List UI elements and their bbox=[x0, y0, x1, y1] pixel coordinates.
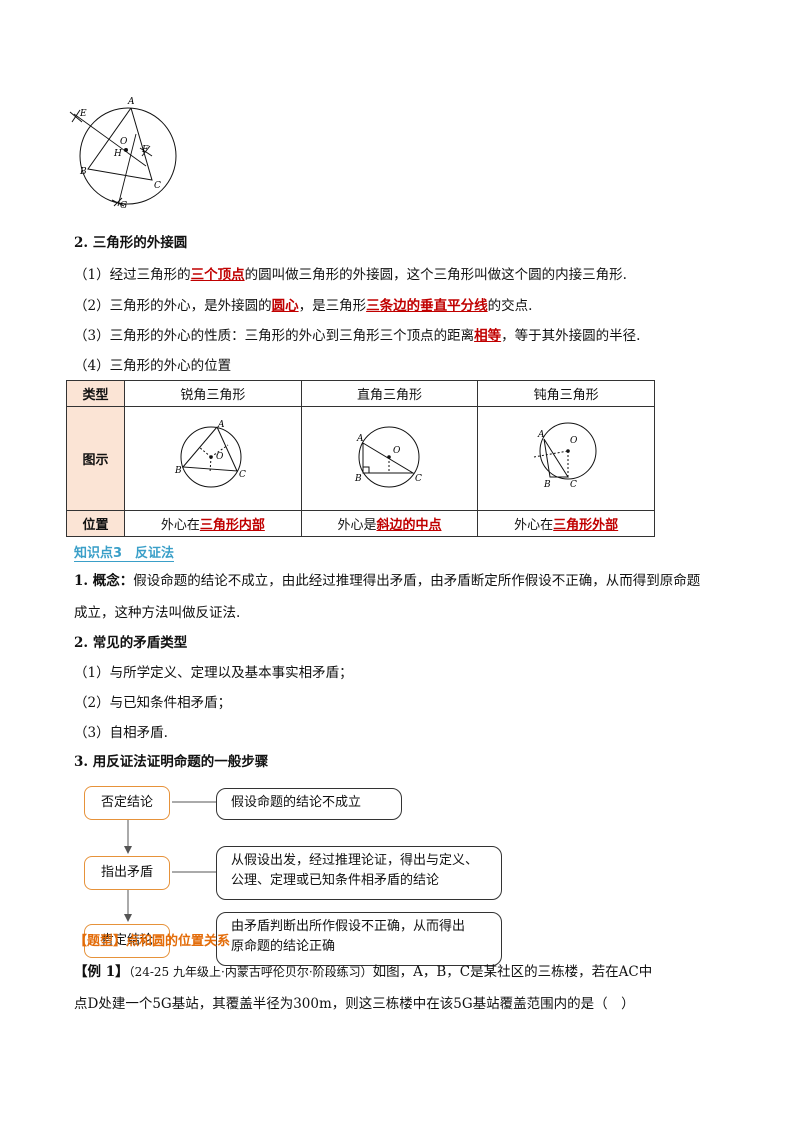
acute-triangle-figure: A O B C bbox=[174, 420, 246, 487]
obtuse-label-a: A bbox=[537, 430, 545, 440]
paragraph-1: （1）经过三角形的三个顶点的圆叫做三角形的外接圆，这个三角形叫做这个圆的内接三角… bbox=[74, 267, 627, 283]
contradiction-item-1: （1）与所学定义、定理以及基本事实相矛盾； bbox=[74, 665, 353, 681]
fig-label-c: C bbox=[154, 181, 161, 191]
obtuse-figure-cell: A O B C bbox=[477, 406, 655, 511]
example-1-line-1: 【例 1】（24-25 九年级上·内蒙古呼伦贝尔·阶段练习）如图，A，B，C是某… bbox=[74, 964, 653, 980]
section-title-circumcircle: 2. 三角形的外接圆 bbox=[74, 235, 188, 251]
step-2-description: 从假设出发，经过推理论证，得出与定义、公理、定理或已知条件相矛盾的结论 bbox=[216, 846, 502, 900]
right-label-a: A bbox=[356, 434, 364, 444]
acute-figure-cell: A O B C bbox=[124, 406, 302, 511]
topic-header-overlay: 【题型】点和圆的位置关系 bbox=[74, 934, 231, 949]
fig-label-g: G bbox=[120, 201, 127, 211]
paragraph-4: （4）三角形的外心的位置 bbox=[74, 358, 232, 374]
steps-title: 3. 用反证法证明命题的一般步骤 bbox=[74, 754, 269, 770]
pos-acute: 外心在三角形内部 bbox=[124, 510, 302, 537]
step-find-contradiction-box: 指出矛盾 bbox=[84, 856, 170, 890]
acute-label-o: O bbox=[216, 452, 224, 462]
flowchart-connectors bbox=[124, 801, 216, 922]
row-header-type: 类型 bbox=[66, 380, 125, 407]
obtuse-triangle-figure: A O B C bbox=[534, 422, 597, 490]
fig-label-h: H bbox=[113, 149, 122, 159]
circumcenter-position-table: 类型 锐角三角形 直角三角形 钝角三角形 图示 A O B C bbox=[66, 380, 655, 537]
circumcircle-construction-figure: A E O H F B C G bbox=[69, 97, 177, 211]
obtuse-label-b: B bbox=[543, 480, 551, 490]
concept-line-1: 1. 概念：假设命题的结论不成立，由此经过推理得出矛盾，由矛盾断定所作假设不正确… bbox=[74, 573, 701, 589]
knowledge-point-3-title: 知识点3 反证法 bbox=[74, 542, 175, 562]
fig-label-a: A bbox=[127, 97, 135, 107]
obtuse-label-c: C bbox=[570, 480, 577, 490]
fig-label-b: B bbox=[79, 167, 87, 177]
right-label-o: O bbox=[393, 446, 401, 456]
contradiction-item-2: （2）与已知条件相矛盾； bbox=[74, 695, 232, 711]
row-header-figure: 图示 bbox=[66, 406, 125, 511]
fig-label-f: F bbox=[141, 145, 149, 155]
fig-label-o: O bbox=[120, 137, 128, 147]
col-right: 直角三角形 bbox=[300, 380, 479, 407]
fig-label-e: E bbox=[79, 109, 87, 119]
pos-right: 外心是斜边的中点 bbox=[300, 510, 479, 537]
acute-label-b: B bbox=[174, 466, 182, 476]
acute-label-a: A bbox=[217, 420, 225, 430]
row-header-position: 位置 bbox=[66, 510, 125, 537]
right-figure-cell: A O B C bbox=[300, 406, 479, 511]
contradiction-item-3: （3）自相矛盾. bbox=[74, 725, 168, 741]
step-negate-conclusion-box: 否定结论 bbox=[84, 786, 170, 820]
acute-label-c: C bbox=[239, 470, 246, 480]
example-1-line-2: 点D处建一个5G基站，其覆盖半径为300m，则这三栋楼中在该5G基站覆盖范围内的… bbox=[74, 996, 635, 1012]
paragraph-2: （2）三角形的外心，是外接圆的圆心，是三角形三条边的垂直平分线的交点. bbox=[74, 298, 533, 314]
step-3-description: 由矛盾判断出所作假设不正确，从而得出原命题的结论正确 bbox=[216, 912, 502, 966]
pos-obtuse: 外心在三角形外部 bbox=[477, 510, 655, 537]
step-1-description: 假设命题的结论不成立 bbox=[216, 788, 402, 820]
step-affirm-conclusion-box: 肯定结论 bbox=[84, 924, 170, 958]
obtuse-label-o: O bbox=[570, 436, 578, 446]
col-acute: 锐角三角形 bbox=[124, 380, 302, 407]
concept-line-2: 成立，这种方法叫做反证法. bbox=[74, 605, 241, 621]
col-obtuse: 钝角三角形 bbox=[477, 380, 655, 407]
contradiction-types-title: 2. 常见的矛盾类型 bbox=[74, 635, 188, 651]
right-label-b: B bbox=[354, 474, 362, 484]
right-label-c: C bbox=[415, 474, 422, 484]
paragraph-3: （3）三角形的外心的性质：三角形的外心到三角形三个顶点的距离相等，等于其外接圆的… bbox=[74, 328, 641, 344]
right-triangle-figure: A O B C bbox=[354, 426, 422, 487]
